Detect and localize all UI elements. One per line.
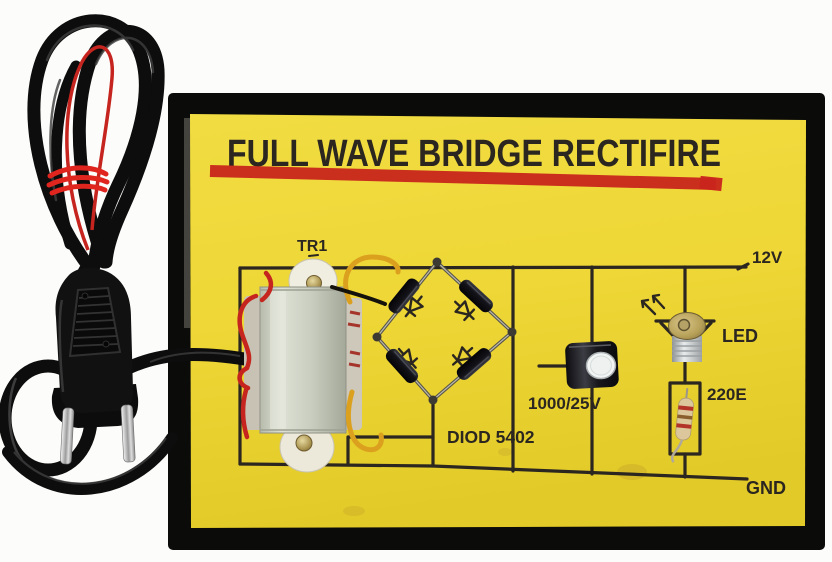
led-symbol-arrows — [640, 293, 666, 316]
led-base-ridges — [672, 340, 702, 357]
plug-grip-ridges — [72, 295, 119, 347]
capacitor — [565, 341, 619, 389]
resistor — [670, 388, 694, 463]
plug-body-highlight — [58, 299, 65, 393]
diode-bridge — [372, 257, 517, 405]
capacitor-top-inner — [589, 355, 612, 376]
cord-to-board-highlight — [149, 351, 241, 363]
bridge-solder-joints — [372, 257, 517, 405]
transformer-bobbin-left — [244, 296, 264, 430]
capacitor-rim — [568, 344, 611, 348]
paper-stain — [343, 506, 365, 516]
label-tr1: TR1 — [297, 238, 327, 255]
resistor-symbol-box — [668, 381, 702, 456]
led-can-ring — [677, 318, 691, 332]
label-220e: 220E — [707, 385, 747, 404]
diode — [385, 348, 419, 384]
resistor-band-2 — [677, 414, 693, 420]
resistor-band-1 — [678, 405, 694, 411]
rail-end-tick — [736, 262, 750, 271]
power-cord — [0, 14, 263, 495]
resistor-band-3 — [676, 423, 692, 429]
underline-end-blob — [699, 175, 723, 192]
led-component — [668, 312, 706, 362]
label-diode-part: DIOD 5402 — [447, 427, 535, 447]
diode — [456, 348, 492, 380]
plug-pin-left — [60, 407, 75, 465]
paper-edge-shadow — [184, 118, 190, 328]
bobbin-red-marks — [347, 310, 361, 368]
bridge-diodes — [385, 278, 493, 384]
diode — [388, 278, 420, 314]
title-underline-red-marker — [209, 165, 717, 190]
resistor-lead-top — [685, 388, 689, 399]
plug-dot-bottom — [102, 340, 110, 348]
transformer-black-wire — [330, 285, 387, 306]
cord-highlights — [45, 24, 155, 202]
label-gnd: GND — [746, 478, 786, 498]
label-12v: 12V — [752, 248, 783, 267]
transformer-output-link — [346, 435, 435, 466]
power-plug — [51, 267, 139, 465]
paper-stain — [617, 464, 647, 480]
transformer — [237, 254, 401, 473]
core-edges — [260, 289, 346, 431]
diode — [459, 279, 493, 313]
label-capacitor-value: 1000/25V — [528, 394, 601, 413]
transformer-red-wires — [237, 270, 274, 440]
label-led: LED — [722, 326, 758, 346]
core-highlight — [270, 291, 286, 429]
cord-under-pins-highlight — [13, 437, 167, 485]
plug-dot-top — [81, 292, 89, 300]
plug-pin-right — [120, 404, 136, 463]
red-inner-wire — [65, 45, 114, 251]
paper-stain — [498, 448, 512, 456]
cord-loops — [27, 14, 165, 275]
cord-under-pins — [2, 432, 178, 495]
components — [237, 254, 706, 473]
resistor-lead-curl — [670, 439, 684, 463]
ring-highlight — [8, 377, 23, 461]
transformer-yellow-wires — [343, 254, 401, 453]
red-tie-band — [46, 165, 110, 196]
transformer-screw-bottom — [295, 434, 313, 452]
board-labels: TR1 12V LED 220E 1000/25V DIOD 5402 GND — [297, 238, 786, 498]
